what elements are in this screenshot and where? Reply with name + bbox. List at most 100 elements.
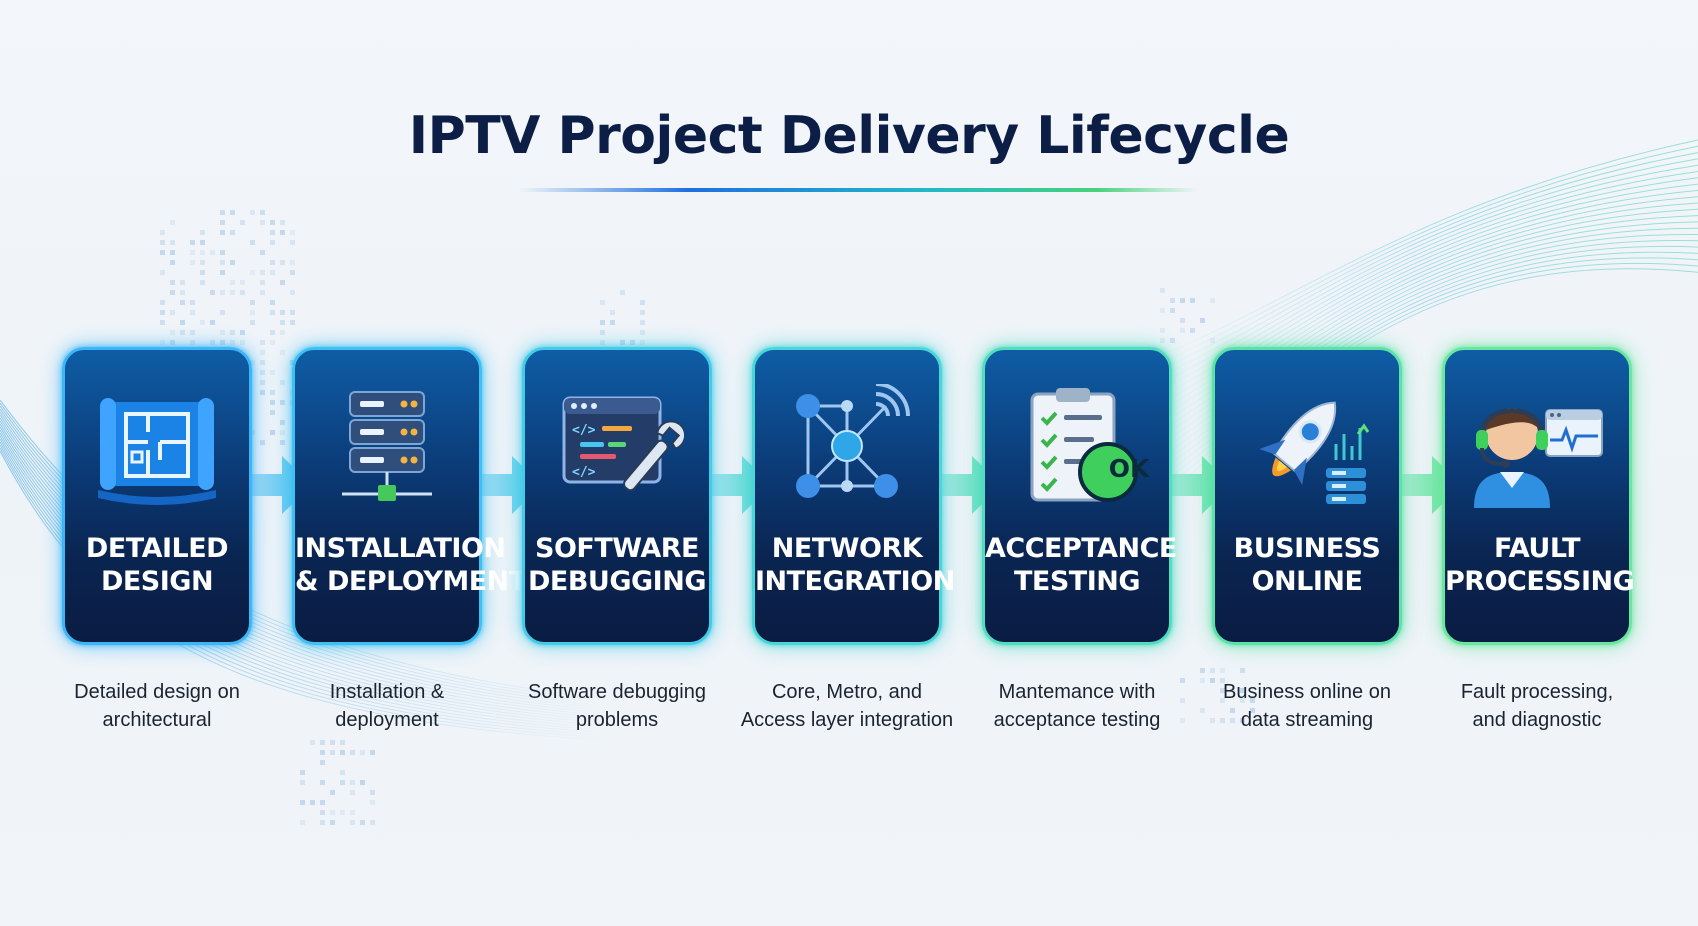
pixel-dot bbox=[260, 380, 265, 385]
pixel-dot bbox=[260, 250, 265, 255]
pixel-dot bbox=[170, 310, 175, 315]
pixel-dot bbox=[260, 340, 265, 345]
pixel-dot bbox=[1170, 338, 1175, 343]
pixel-dot bbox=[280, 380, 285, 385]
pixel-dot bbox=[220, 260, 225, 265]
pixel-dot bbox=[1190, 328, 1195, 333]
pixel-dot bbox=[360, 750, 365, 755]
pixel-dot bbox=[280, 230, 285, 235]
pixel-dot bbox=[340, 750, 345, 755]
pixel-dot bbox=[160, 250, 165, 255]
pixel-dot bbox=[250, 300, 255, 305]
wave-line bbox=[1149, 183, 1698, 410]
pixel-dot bbox=[280, 350, 285, 355]
pixel-dot bbox=[1230, 718, 1235, 723]
pixel-dot bbox=[1210, 678, 1215, 683]
caption-line-2: deployment bbox=[335, 709, 439, 731]
pixel-dot bbox=[190, 300, 195, 305]
pixel-dot bbox=[280, 430, 285, 435]
wave-line bbox=[1149, 196, 1698, 424]
pixel-dot bbox=[170, 340, 175, 345]
stage-title: NETWORK INTEGRATION bbox=[755, 532, 955, 598]
stage-caption-7: Fault processing, and diagnostic bbox=[1422, 678, 1652, 734]
pixel-dot bbox=[340, 810, 345, 815]
stage-title-line-1: NETWORK bbox=[771, 533, 923, 564]
pixel-dot bbox=[200, 230, 205, 235]
pixel-dot bbox=[350, 780, 355, 785]
pixel-dot bbox=[1160, 288, 1165, 293]
pixel-dot bbox=[270, 240, 275, 245]
pixel-dot bbox=[1180, 298, 1185, 303]
pixel-dot bbox=[200, 240, 205, 245]
pixel-dot bbox=[1240, 698, 1245, 703]
pixel-dot bbox=[1220, 718, 1225, 723]
pixel-dot bbox=[170, 250, 175, 255]
page-title: IPTV Project Delivery Lifecycle bbox=[408, 106, 1290, 166]
pixel-dot bbox=[310, 740, 315, 745]
caption-line-1: Detailed design on bbox=[74, 681, 240, 703]
pixel-dot bbox=[300, 800, 305, 805]
pixel-dot bbox=[310, 800, 315, 805]
stage-caption-4: Core, Metro, and Access layer integratio… bbox=[732, 678, 962, 734]
stage-title-line-2: PROCESSING bbox=[1445, 566, 1635, 597]
pixel-dot bbox=[200, 270, 205, 275]
stage-title-line-1: SOFTWARE bbox=[535, 533, 699, 564]
pixel-dot bbox=[210, 320, 215, 325]
pixel-dot bbox=[210, 250, 215, 255]
pixel-dot bbox=[240, 220, 245, 225]
pixel-dot bbox=[630, 340, 635, 345]
stage-caption-5: Mantemance with acceptance testing bbox=[962, 678, 1192, 734]
stage-title-line-1: DETAILED bbox=[85, 533, 229, 564]
pixel-dot bbox=[220, 230, 225, 235]
pixel-dot bbox=[260, 390, 265, 395]
stage-title-line-2: TESTING bbox=[1013, 566, 1141, 597]
caption-line-2: and diagnostic bbox=[1472, 709, 1602, 731]
stage-title: INSTALLATION & DEPLOYMENT bbox=[295, 532, 527, 598]
stage-card-business-online: BUSINESS ONLINE bbox=[1212, 347, 1402, 645]
wave-line bbox=[1149, 152, 1698, 375]
pixel-dot bbox=[1250, 708, 1255, 713]
pixel-dot bbox=[270, 300, 275, 305]
pixel-dot bbox=[270, 370, 275, 375]
wave-line bbox=[1149, 177, 1698, 403]
pixel-dot bbox=[1190, 298, 1195, 303]
stage-title-line-2: DESIGN bbox=[100, 566, 214, 597]
pixel-dot bbox=[280, 280, 285, 285]
pixel-dot bbox=[190, 250, 195, 255]
pixel-dot bbox=[270, 220, 275, 225]
caption-line-1: Fault processing, bbox=[1460, 681, 1614, 703]
stage-card-software-debugging: </> </> SOFTWARE DEBUGGING bbox=[522, 347, 712, 645]
pixel-dot bbox=[180, 300, 185, 305]
pixel-dot bbox=[330, 790, 335, 795]
pixel-dot bbox=[320, 820, 325, 825]
pixel-dot bbox=[640, 340, 645, 345]
pixel-dot bbox=[1210, 668, 1215, 673]
ok-badge-text: OK bbox=[1108, 454, 1150, 483]
svg-text:</>: </> bbox=[572, 423, 596, 438]
pixel-dot bbox=[210, 290, 215, 295]
pixel-dot bbox=[640, 310, 645, 315]
pixel-dot bbox=[1180, 678, 1185, 683]
pixel-dot bbox=[270, 430, 275, 435]
pixel-dot bbox=[350, 750, 355, 755]
pixel-dot bbox=[230, 260, 235, 265]
pixel-dot bbox=[300, 820, 305, 825]
wave-line bbox=[1149, 145, 1698, 368]
pixel-dot bbox=[290, 270, 295, 275]
pixel-dot bbox=[360, 820, 365, 825]
pixel-dot bbox=[220, 340, 225, 345]
pixel-dot bbox=[290, 290, 295, 295]
pixel-dot bbox=[260, 350, 265, 355]
pixel-dot bbox=[370, 750, 375, 755]
wave-line bbox=[0, 450, 621, 742]
pixel-dot bbox=[1250, 698, 1255, 703]
pixel-dot bbox=[250, 320, 255, 325]
pixel-dot bbox=[330, 820, 335, 825]
pixel-dot bbox=[170, 260, 175, 265]
pixel-dot bbox=[170, 330, 175, 335]
pixel-dot bbox=[190, 330, 195, 335]
pixel-dot bbox=[250, 240, 255, 245]
pixel-dot bbox=[320, 780, 325, 785]
wave-line bbox=[1149, 164, 1698, 389]
pixel-dot bbox=[370, 800, 375, 805]
